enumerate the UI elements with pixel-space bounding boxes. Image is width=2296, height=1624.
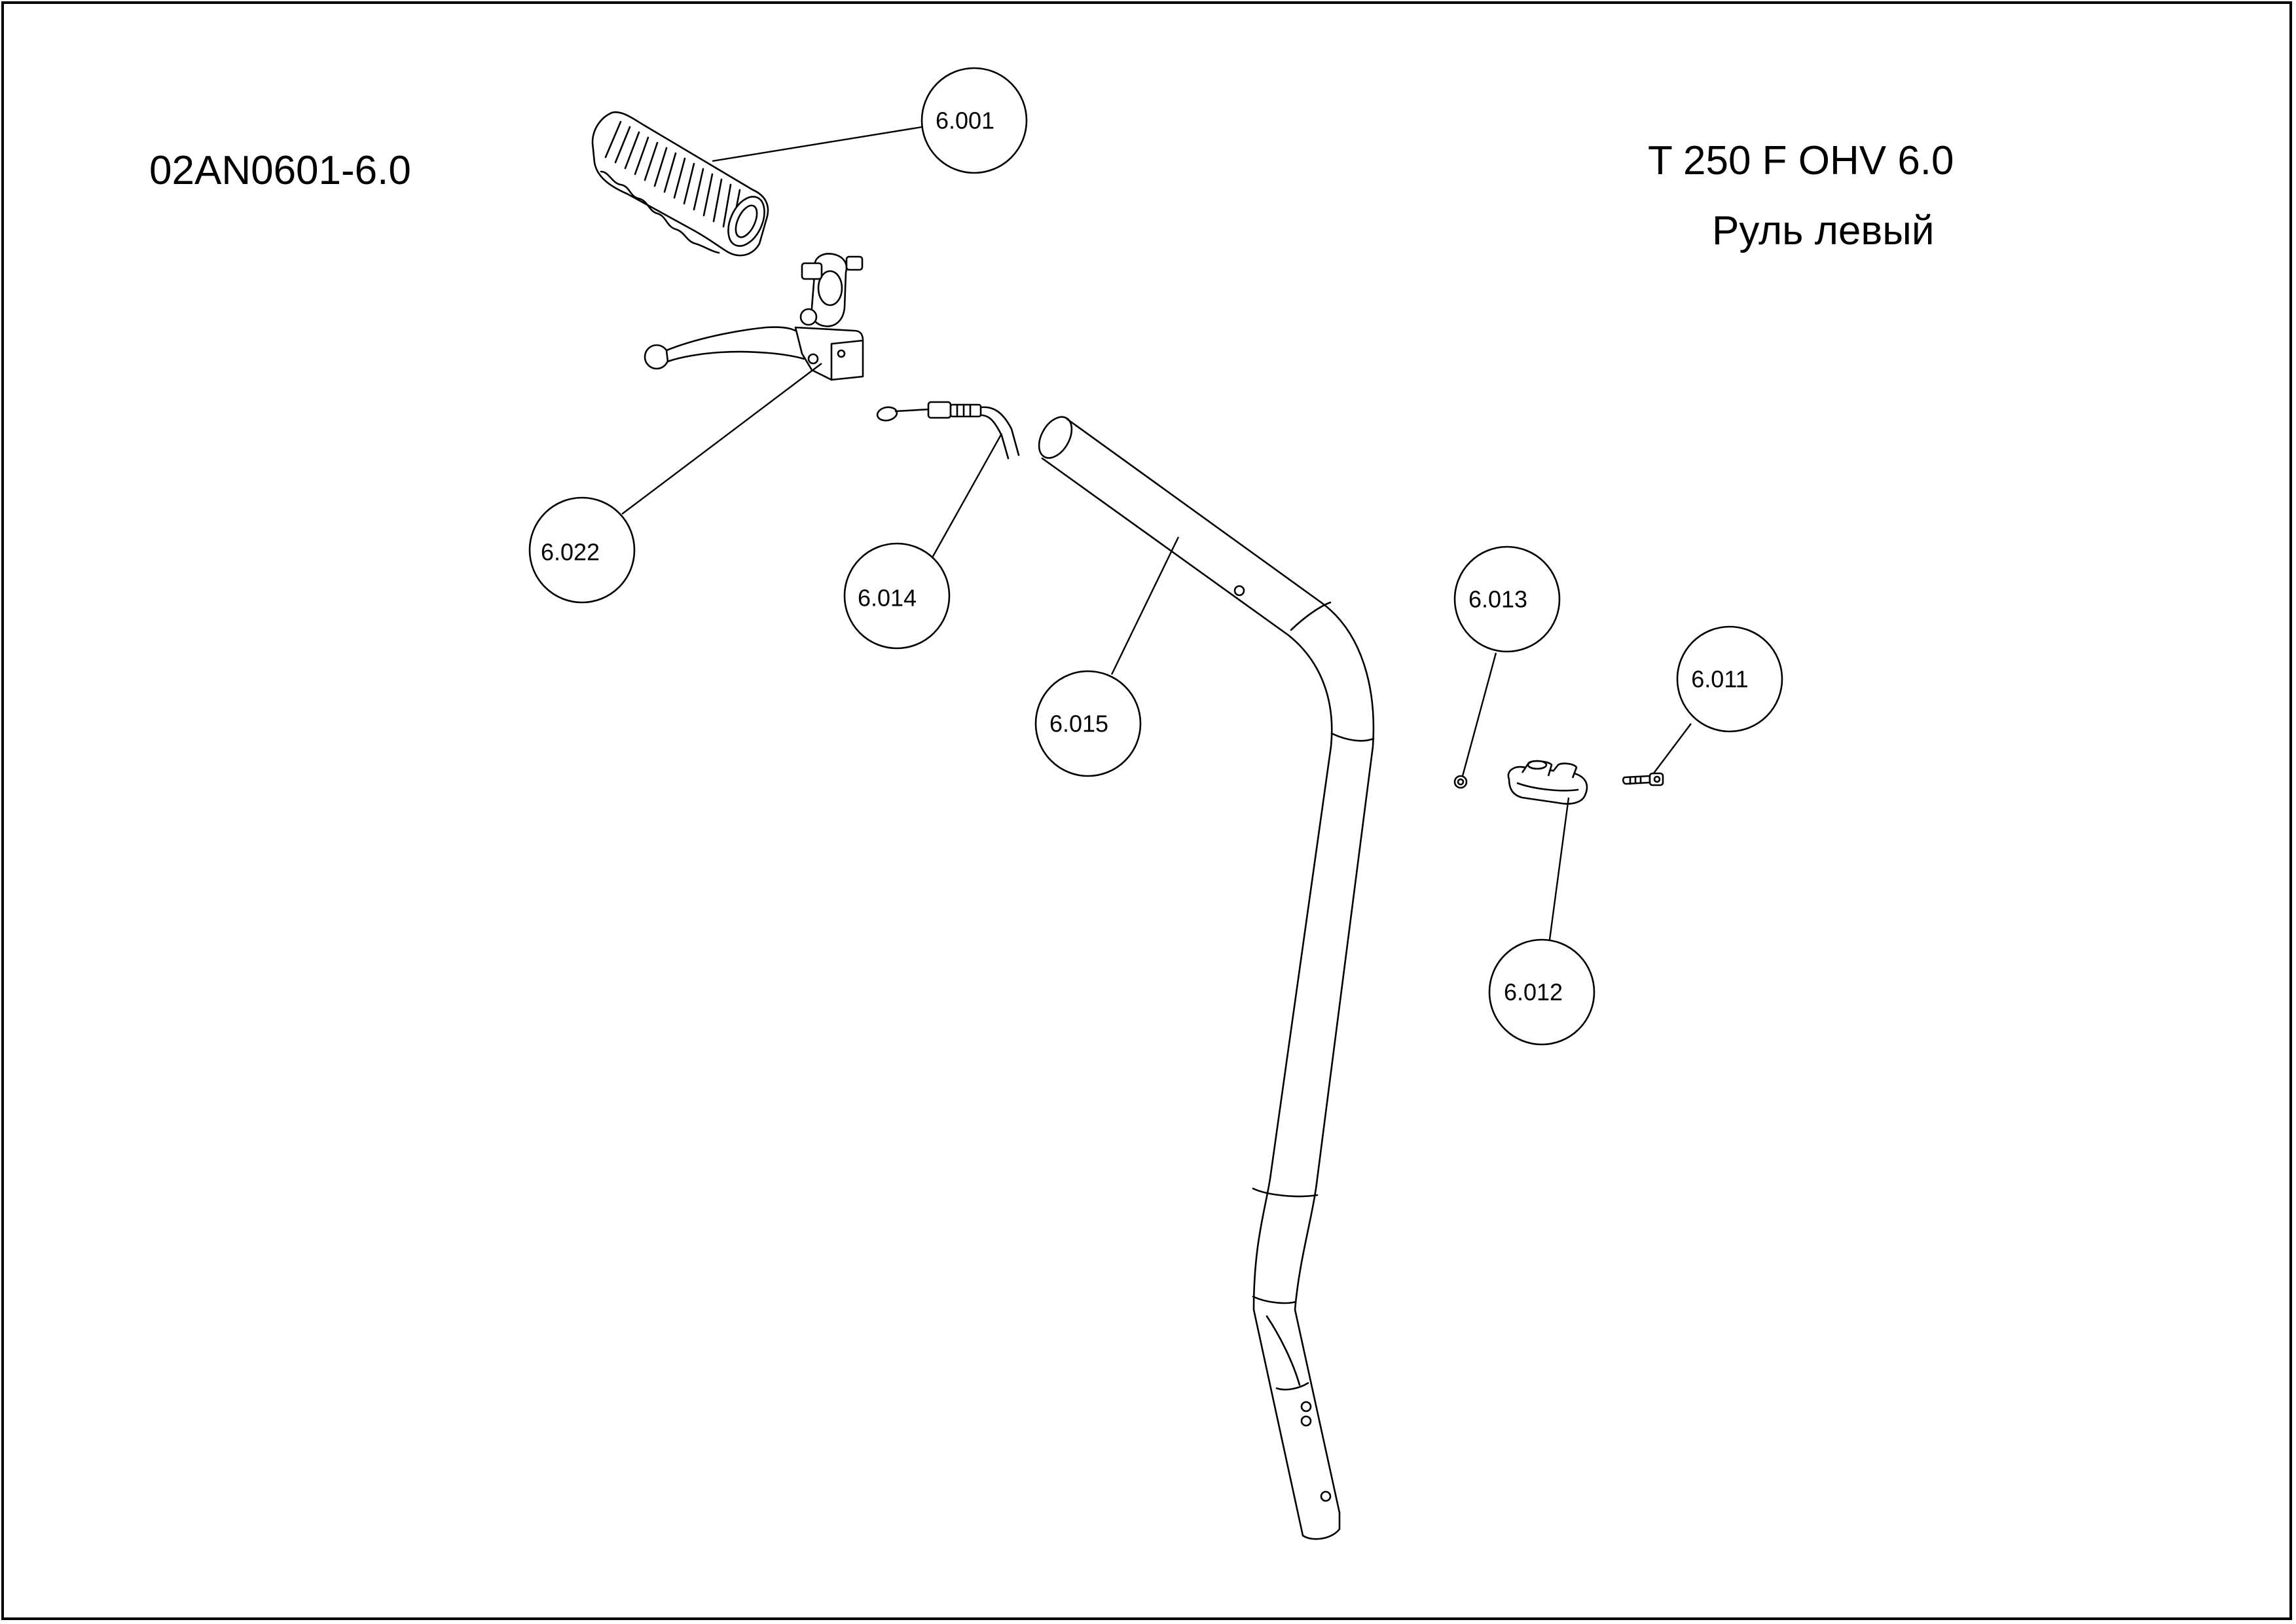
callout-label: 6.012 [1504, 979, 1563, 1006]
callout-6-022[interactable]: 6.022 [528, 496, 636, 604]
callout-6-014[interactable]: 6.014 [843, 542, 951, 650]
leader-6-015 [1110, 536, 1180, 675]
callout-label: 6.022 [541, 539, 600, 566]
grip-part [591, 111, 769, 257]
handlebar-tube-part [1038, 416, 1375, 1540]
callout-6-001[interactable]: 6.001 [920, 67, 1028, 174]
nut-part [1453, 775, 1468, 789]
leader-6-022 [621, 363, 822, 515]
callout-6-012[interactable]: 6.012 [1488, 938, 1595, 1046]
leader-6-011 [1652, 723, 1692, 775]
assembly-title: Руль левый [1712, 208, 1935, 253]
callout-label: 6.015 [1049, 710, 1108, 737]
leader-6-001 [712, 126, 922, 162]
leader-6-013 [1461, 652, 1497, 777]
callout-label: 6.011 [1691, 666, 1748, 693]
cable-part [876, 401, 1020, 460]
bolt-part [1622, 772, 1664, 786]
leader-6-014 [930, 433, 1003, 561]
callout-6-013[interactable]: 6.013 [1453, 545, 1561, 653]
callout-label: 6.013 [1468, 586, 1527, 613]
callout-6-015[interactable]: 6.015 [1034, 670, 1142, 777]
drawing-code: 02AN0601-6.0 [149, 148, 411, 193]
leader-6-012 [1548, 797, 1570, 940]
grip-ribs [604, 120, 741, 232]
callout-label: 6.001 [936, 107, 994, 134]
clamp-part [1507, 760, 1588, 805]
model-title: T 250 F OHV 6.0 [1648, 138, 1954, 183]
lever-part [644, 253, 864, 381]
callout-label: 6.014 [858, 585, 917, 612]
callout-6-011[interactable]: 6.011 [1676, 625, 1783, 733]
